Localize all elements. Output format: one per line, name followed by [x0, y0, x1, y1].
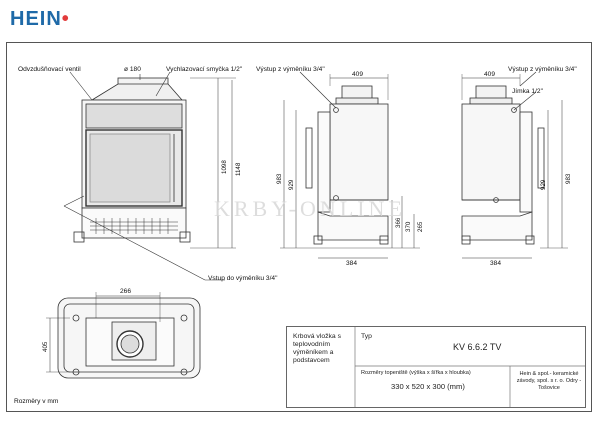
dim-929-right: 929	[540, 179, 547, 190]
title-block-lines	[354, 326, 586, 408]
dim-1098: 1098	[221, 160, 228, 174]
type-label: Typ	[361, 333, 372, 340]
dim-983-right: 983	[565, 173, 572, 184]
sump-label: Jímka 1/2"	[512, 88, 543, 95]
units-note: Rozměry v mm	[14, 398, 59, 405]
size-label: Rozměry topeniště (výška x šířka x hloub…	[361, 370, 471, 376]
dim-409-right: 409	[484, 71, 496, 78]
diameter-label: ø 180	[124, 66, 141, 73]
size-value: 330 x 520 x 300 (mm)	[391, 382, 465, 391]
top-view	[46, 292, 201, 379]
watermark: KRBY-ONLINE	[214, 196, 406, 221]
inlet-label: Vstup do výměníku 3/4"	[208, 275, 278, 282]
front-view	[63, 71, 236, 281]
dim-370: 370	[405, 221, 412, 232]
outlet-label-middle: Výstup z výměníku 3/4"	[256, 66, 325, 73]
type-value: KV 6.6.2 TV	[453, 342, 502, 352]
dim-409-left: 409	[352, 71, 364, 78]
dim-1148: 1148	[235, 162, 242, 176]
dim-384-left: 384	[346, 260, 358, 267]
drawing-frame	[6, 42, 592, 412]
loop-label: Vychlazovací smyčka 1/2"	[166, 66, 243, 73]
hein-logo: HEIN•	[10, 8, 70, 30]
dim-265: 265	[417, 221, 424, 232]
dim-366: 366	[395, 217, 402, 228]
dim-405: 405	[42, 341, 49, 352]
product-description: Krbová vložka s teplovodním výměníkem a …	[293, 333, 341, 364]
side-view-right	[461, 71, 568, 259]
company-info: Hein & spol.- keramické závody, spol. s …	[516, 371, 582, 391]
dim-929-left: 929	[288, 179, 295, 190]
dim-384-right: 384	[490, 260, 502, 267]
dim-266: 266	[120, 288, 132, 295]
dim-983-left: 983	[276, 173, 283, 184]
outlet-label-right: Výstup z výměníku 3/4"	[508, 66, 577, 73]
side-view-left	[280, 71, 420, 259]
vent-label: Odvzdušňovací ventil	[18, 66, 81, 73]
title-block: Krbová vložka s teplovodním výměníkem a …	[286, 326, 586, 408]
